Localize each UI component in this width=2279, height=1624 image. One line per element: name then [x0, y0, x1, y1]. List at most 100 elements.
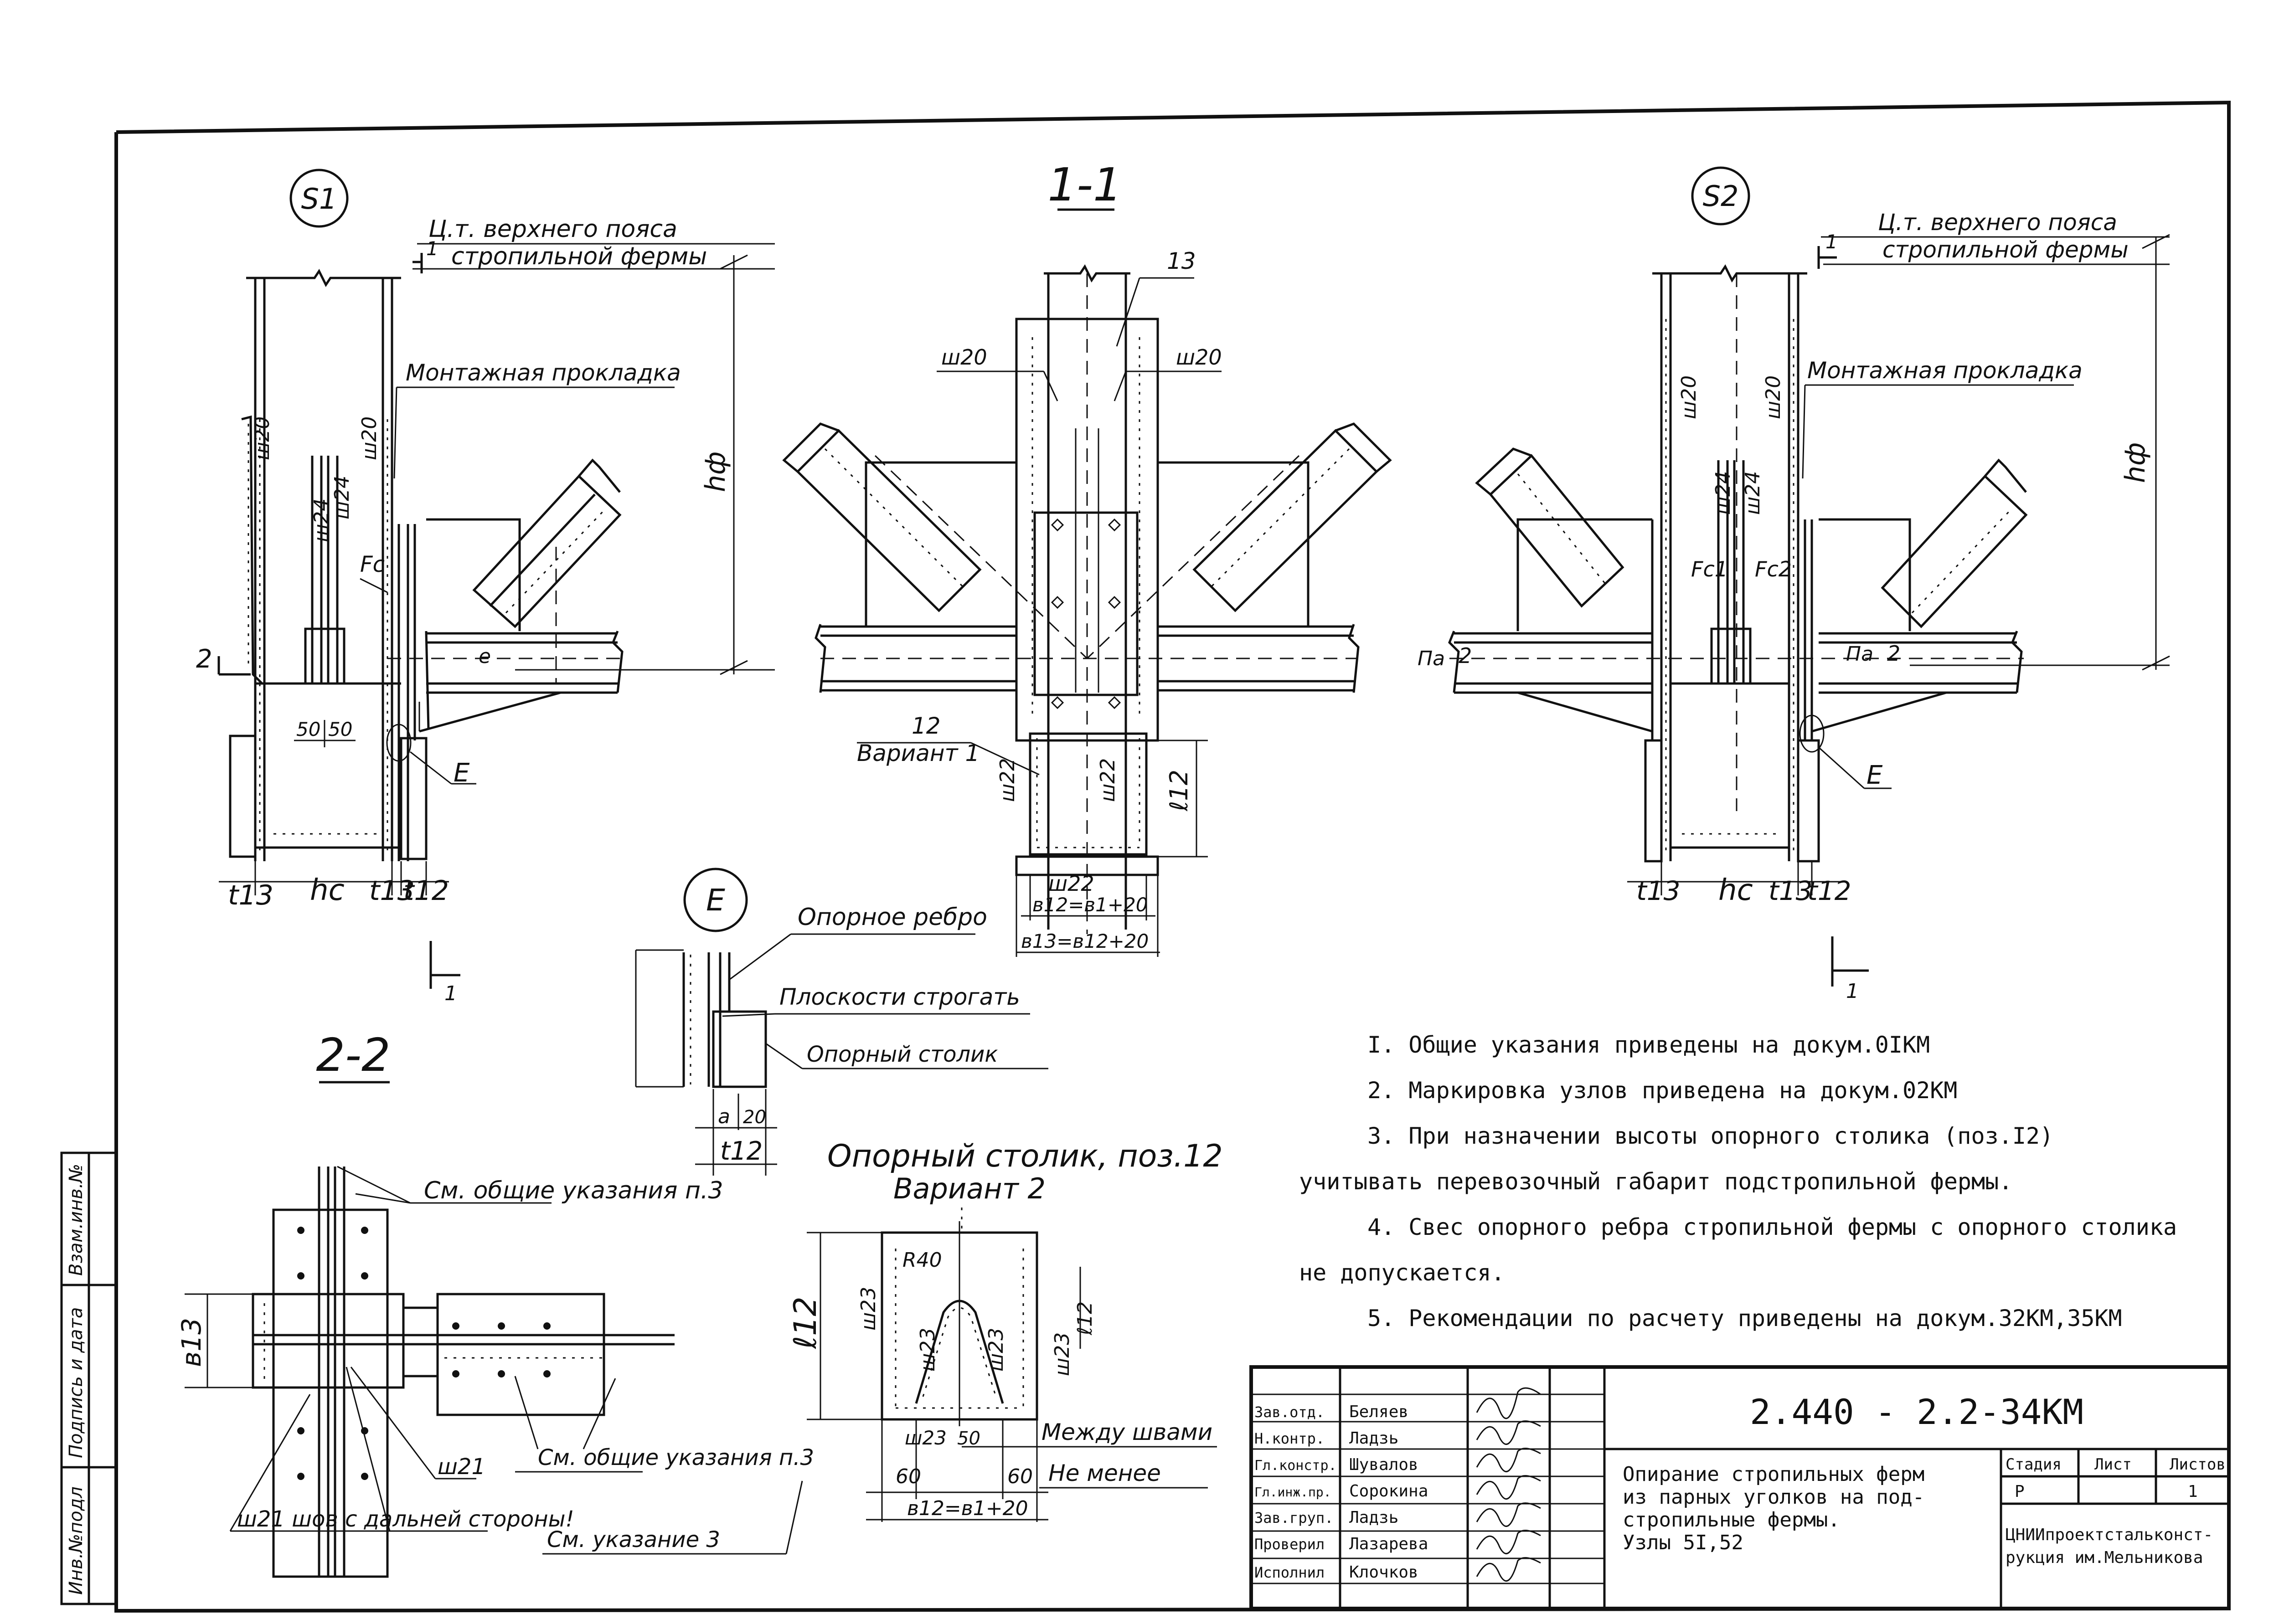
- role-0: Зав.отд.: [1254, 1403, 1325, 1421]
- role-4: Зав.груп.: [1254, 1509, 1333, 1526]
- dim-r40: R40: [902, 1249, 942, 1272]
- view-s2: S2: [1418, 166, 2170, 1003]
- fc-label: Fc: [360, 552, 385, 577]
- sheets-value: 1: [2188, 1482, 2198, 1501]
- dim-l12-t: ℓ12: [788, 1296, 824, 1349]
- node-marker-s1: [289, 169, 349, 228]
- weld-t-w23a: ш23: [857, 1287, 880, 1331]
- hf-label-s2: hф: [2119, 442, 2151, 483]
- note-5: 5. Рекомендации по расчету приведены на …: [1367, 1305, 2122, 1331]
- section-mark-s1-top: 1: [426, 237, 438, 260]
- top-chord-label-s1-2: стропильной фермы: [451, 243, 707, 270]
- dim-t13-s1a: t13: [228, 879, 273, 911]
- name-6: Клочков: [1349, 1563, 1418, 1582]
- node-marker-e: [683, 868, 748, 932]
- note-3b: учитывать перевозочный габарит подстропи…: [1299, 1168, 2012, 1195]
- detail-e-id: E: [706, 883, 725, 918]
- section-title-1-1: 1-1: [1047, 158, 1122, 211]
- node-marker-s2: [1691, 166, 1750, 226]
- node-id-s1: S1: [301, 182, 337, 216]
- desc-line-1: Опирание стропильных ферм: [1623, 1463, 1924, 1486]
- see-general-2a: См. общие указания п.3: [538, 1445, 814, 1470]
- dim-b12-eq-t: в12=в1+20: [907, 1497, 1028, 1520]
- bolts-1-1: [1051, 518, 1121, 709]
- weld-22-w21: ш21: [438, 1454, 485, 1480]
- dim-20: 20: [743, 1107, 766, 1128]
- weld-s2-w20b: ш20: [1762, 375, 1785, 419]
- e-mark-s2: Е: [1867, 761, 1883, 790]
- see-general-1a: См. общие указания п.3: [424, 1177, 723, 1204]
- view-s1: S1: [196, 169, 775, 1005]
- dim-l12-t2: ℓ12: [1073, 1301, 1097, 1336]
- sheets-label: Листов: [2170, 1455, 2226, 1474]
- inv-repl-label: Взам.инв.№: [66, 1164, 87, 1276]
- weld-s2-w24b: ш24: [1741, 471, 1764, 515]
- view-section-2-2: 2-2 в13 См. общие у: [176, 1028, 814, 1578]
- w21-far-side: ш21 шов с дальней стороны!: [237, 1506, 574, 1532]
- weld-11-w22b: ш22: [1096, 758, 1119, 802]
- sheet-label: Лист: [2094, 1455, 2132, 1474]
- hf-label-s1: hф: [700, 452, 732, 492]
- dim-b13: в13: [176, 1318, 207, 1367]
- note-2: 2. Маркировка узлов приведена на докум.0…: [1367, 1077, 1957, 1104]
- section-mark-s2-top: 1: [1825, 231, 1838, 253]
- top-chord-label-s2-1: Ц.т. верхнего пояса: [1878, 209, 2117, 236]
- not-less-label: Не менее: [1048, 1460, 1161, 1486]
- section-mark-s1-2: 2: [196, 644, 212, 674]
- dim-60a: 60: [896, 1465, 921, 1488]
- org-line-2: рукция им.Мельникова: [2006, 1548, 2203, 1567]
- e-mark-s1: Е: [454, 758, 470, 788]
- dim-t13-s1b: t13: [369, 875, 415, 907]
- weld-s1-w24b: ш24: [330, 476, 354, 519]
- weld-s1-w20b: ш20: [358, 416, 381, 460]
- fc1-label: Fc1: [1691, 557, 1728, 581]
- dim-50-t: 50: [957, 1428, 980, 1449]
- stage-value: Р: [2015, 1482, 2025, 1501]
- weld-11-w20a: ш20: [941, 345, 987, 370]
- note-1: I. Общие указания приведены на докум.0IК…: [1367, 1032, 1930, 1058]
- mounting-pad-s2: Монтажная прокладка: [1807, 357, 2083, 384]
- dim-t12-e: t12: [720, 1136, 763, 1166]
- variant-1-label: Вариант 1: [857, 740, 980, 766]
- dim-hc-s1: hс: [310, 874, 345, 907]
- node-id-s2: S2: [1703, 180, 1739, 213]
- dim-hc-s2: hс: [1718, 874, 1753, 907]
- e-small-s1: е: [479, 645, 491, 668]
- desc-line-2: из парных уголков на под-: [1623, 1485, 1924, 1509]
- dim-t13-s2b: t13: [1769, 875, 1813, 906]
- dim-50b: 50: [328, 718, 352, 740]
- weld-t-w23e: ш23: [905, 1427, 947, 1449]
- dim-a: а: [718, 1105, 730, 1128]
- weld-s2-w20a: ш20: [1677, 375, 1701, 419]
- pos-13: 13: [1167, 248, 1196, 274]
- name-0: Беляев: [1349, 1403, 1408, 1421]
- section-title-2-2: 2-2: [316, 1028, 390, 1082]
- desc-line-3: стропильные фермы.: [1623, 1508, 1840, 1531]
- inv-orig-label: Инв.№подл: [66, 1486, 87, 1595]
- pos-12: 12: [912, 713, 941, 739]
- general-notes: I. Общие указания приведены на докум.0IК…: [1299, 1032, 2177, 1331]
- view-support-table-variant-2: Опорный столик, поз.12 Вариант 2 R40 ш23…: [542, 1138, 1223, 1555]
- name-5: Лазарева: [1349, 1535, 1428, 1553]
- weld-t-w23d: ш23: [1051, 1332, 1074, 1376]
- role-1: Н.контр.: [1254, 1430, 1325, 1447]
- dim-t12-s2: t12: [1807, 875, 1851, 906]
- support-table-title-2: Вариант 2: [893, 1172, 1046, 1205]
- view-section-1-1: 1-1: [782, 158, 1392, 957]
- role-5: Проверил: [1254, 1536, 1325, 1553]
- role-2: Гл.констр.: [1254, 1458, 1337, 1474]
- dim-60b: 60: [1007, 1465, 1033, 1488]
- role-6: Исполнил: [1254, 1564, 1325, 1581]
- dim-t12-s1: t12: [403, 875, 449, 907]
- section-mark-s2-bottom: 1: [1846, 980, 1859, 1003]
- role-3: Гл.инж.пр.: [1254, 1485, 1331, 1500]
- bolts-2-2: [297, 1227, 551, 1480]
- name-4: Ладзь: [1349, 1508, 1398, 1527]
- fc2-label: Fc2: [1755, 557, 1792, 581]
- note-4a: 4. Свес опорного ребра стропильной фермы…: [1367, 1214, 2177, 1240]
- note-4b: не допускается.: [1299, 1259, 1505, 1286]
- pa-label-left: Па: [1418, 647, 1445, 670]
- note-3a: 3. При назначении высоты опорного столик…: [1367, 1123, 2053, 1149]
- side-stamp: Инв.№подл Подпись и дата Взам.инв.№: [60, 1151, 118, 1605]
- dim-50a: 50: [296, 718, 320, 740]
